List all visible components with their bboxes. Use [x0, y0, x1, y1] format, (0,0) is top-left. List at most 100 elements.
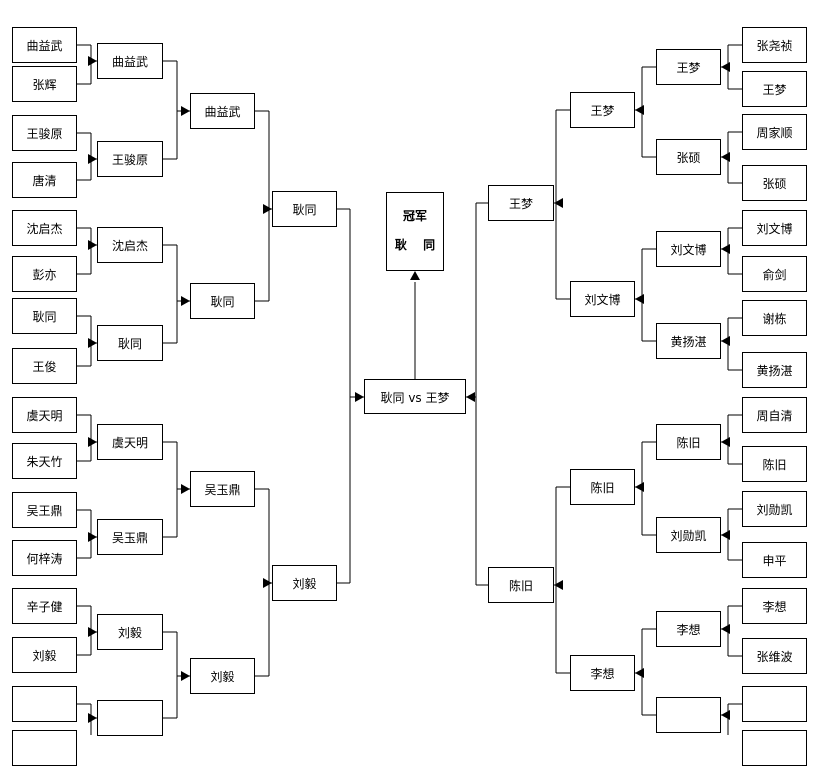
- final-match-box: 耿同 vs 王梦: [364, 379, 466, 414]
- right-r1-slot-6: 俞剑: [742, 256, 807, 292]
- left-r3-slot-1-label: 曲益武: [204, 105, 241, 119]
- right-r1-slot-14: 张维波: [742, 638, 807, 674]
- arrow-marker: [635, 668, 644, 678]
- left-r2-slot-5-label: 虞天明: [111, 436, 148, 450]
- right-r1-slot-11-label: 刘勋凯: [756, 503, 793, 517]
- right-r1-slot-1: 张尧祯: [742, 27, 807, 63]
- right-r2-slot-4-label: 黄扬湛: [670, 335, 707, 349]
- right-r2-slot-5-label: 陈旧: [676, 436, 701, 450]
- right-r2-slot-7-label: 李想: [676, 623, 701, 637]
- left-r1-slot-6: 彭亦: [12, 256, 77, 292]
- right-r1-slot-9: 周自清: [742, 397, 807, 433]
- right-r1-slot-14-label: 张维波: [756, 650, 793, 664]
- right-r3-slot-2: 刘文博: [570, 281, 635, 317]
- arrow-marker: [721, 530, 730, 540]
- left-r1-slot-8: 王俊: [12, 348, 77, 384]
- left-r4-slot-2-label: 刘毅: [292, 577, 317, 591]
- right-r1-slot-8-label: 黄扬湛: [756, 364, 793, 378]
- right-r1-slot-3: 周家顺: [742, 114, 807, 150]
- arrow-marker: [721, 62, 730, 72]
- right-r2-slot-6: 刘勋凯: [656, 517, 721, 553]
- right-r4-slot-2: 陈旧: [488, 567, 554, 603]
- right-r1-slot-1-label: 张尧祯: [756, 39, 793, 53]
- right-r3-slot-1: 王梦: [570, 92, 635, 128]
- left-r1-slot-13-label: 辛子健: [26, 600, 63, 614]
- arrow-marker: [635, 482, 644, 492]
- arrow-marker: [263, 578, 272, 588]
- left-r3-slot-3-label: 吴玉鼎: [204, 483, 241, 497]
- arrow-marker: [88, 437, 97, 447]
- left-r2-slot-4-label: 耿同: [117, 337, 142, 351]
- left-r1-slot-4: 唐清: [12, 162, 77, 198]
- left-r1-slot-9: 虞天明: [12, 397, 77, 433]
- arrow-marker: [554, 198, 563, 208]
- champion-box: 冠军 耿 同: [386, 192, 444, 271]
- right-r3-slot-1-label: 王梦: [590, 104, 615, 118]
- left-r4-slot-1: 耿同: [272, 191, 337, 227]
- left-r1-slot-7-label: 耿同: [32, 310, 57, 324]
- arrow-marker: [410, 271, 420, 280]
- right-r1-slot-16: [742, 730, 807, 766]
- right-r1-slot-4: 张硕: [742, 165, 807, 201]
- right-r2-slot-8: [656, 697, 721, 733]
- right-r1-slot-3-label: 周家顺: [756, 126, 793, 140]
- left-r1-slot-15: [12, 686, 77, 722]
- left-r1-slot-2: 张辉: [12, 66, 77, 102]
- left-r2-slot-4: 耿同: [97, 325, 163, 361]
- arrow-marker: [181, 671, 190, 681]
- right-r2-slot-4: 黄扬湛: [656, 323, 721, 359]
- left-r2-slot-3: 沈启杰: [97, 227, 163, 263]
- final-match-label: 耿同 vs 王梦: [380, 391, 450, 405]
- arrow-marker: [466, 392, 475, 402]
- right-r4-slot-1: 王梦: [488, 185, 554, 221]
- arrow-marker: [355, 392, 364, 402]
- right-r2-slot-5: 陈旧: [656, 424, 721, 460]
- right-r1-slot-11: 刘勋凯: [742, 491, 807, 527]
- left-r1-slot-5-label: 沈启杰: [26, 222, 63, 236]
- right-r1-slot-10-label: 陈旧: [762, 458, 787, 472]
- left-r2-slot-6-label: 吴玉鼎: [111, 531, 148, 545]
- right-r1-slot-2-label: 王梦: [762, 83, 787, 97]
- right-r1-slot-13: 李想: [742, 588, 807, 624]
- arrow-marker: [88, 627, 97, 637]
- left-r1-slot-12-label: 何梓涛: [26, 552, 63, 566]
- arrow-marker: [635, 105, 644, 115]
- right-r3-slot-2-label: 刘文博: [584, 293, 621, 307]
- left-r1-slot-11: 吴王鼎: [12, 492, 77, 528]
- right-r2-slot-2: 张硕: [656, 139, 721, 175]
- right-r2-slot-6-label: 刘勋凯: [670, 529, 707, 543]
- right-r1-slot-6-label: 俞剑: [762, 268, 787, 282]
- arrow-marker: [721, 710, 730, 720]
- right-r2-slot-3: 刘文博: [656, 231, 721, 267]
- left-r1-slot-8-label: 王俊: [32, 360, 57, 374]
- left-r1-slot-3: 王骏原: [12, 115, 77, 151]
- left-r2-slot-1: 曲益武: [97, 43, 163, 79]
- left-r1-slot-11-label: 吴王鼎: [26, 504, 63, 518]
- arrow-marker: [88, 56, 97, 66]
- left-r1-slot-13: 辛子健: [12, 588, 77, 624]
- right-r2-slot-2-label: 张硕: [676, 151, 701, 165]
- right-r2-slot-1-label: 王梦: [676, 61, 701, 75]
- left-r1-slot-1: 曲益武: [12, 27, 77, 63]
- arrow-marker: [181, 296, 190, 306]
- arrow-marker: [554, 580, 563, 590]
- champion-name: 耿 同: [394, 238, 442, 252]
- left-r1-slot-14-label: 刘毅: [32, 649, 57, 663]
- left-r1-slot-10: 朱天竹: [12, 443, 77, 479]
- left-r2-slot-2-label: 王骏原: [111, 153, 148, 167]
- right-r1-slot-8: 黄扬湛: [742, 352, 807, 388]
- right-r1-slot-5: 刘文博: [742, 210, 807, 246]
- arrow-marker: [88, 240, 97, 250]
- champion-title: 冠军: [402, 209, 427, 223]
- left-r2-slot-3-label: 沈启杰: [111, 239, 148, 253]
- left-r1-slot-12: 何梓涛: [12, 540, 77, 576]
- arrow-marker: [721, 244, 730, 254]
- arrow-marker: [88, 154, 97, 164]
- right-r3-slot-3-label: 陈旧: [590, 481, 615, 495]
- left-r3-slot-1: 曲益武: [190, 93, 255, 129]
- right-r3-slot-4: 李想: [570, 655, 635, 691]
- arrow-marker: [181, 106, 190, 116]
- right-r3-slot-3: 陈旧: [570, 469, 635, 505]
- left-r1-slot-5: 沈启杰: [12, 210, 77, 246]
- left-r2-slot-7-label: 刘毅: [117, 626, 142, 640]
